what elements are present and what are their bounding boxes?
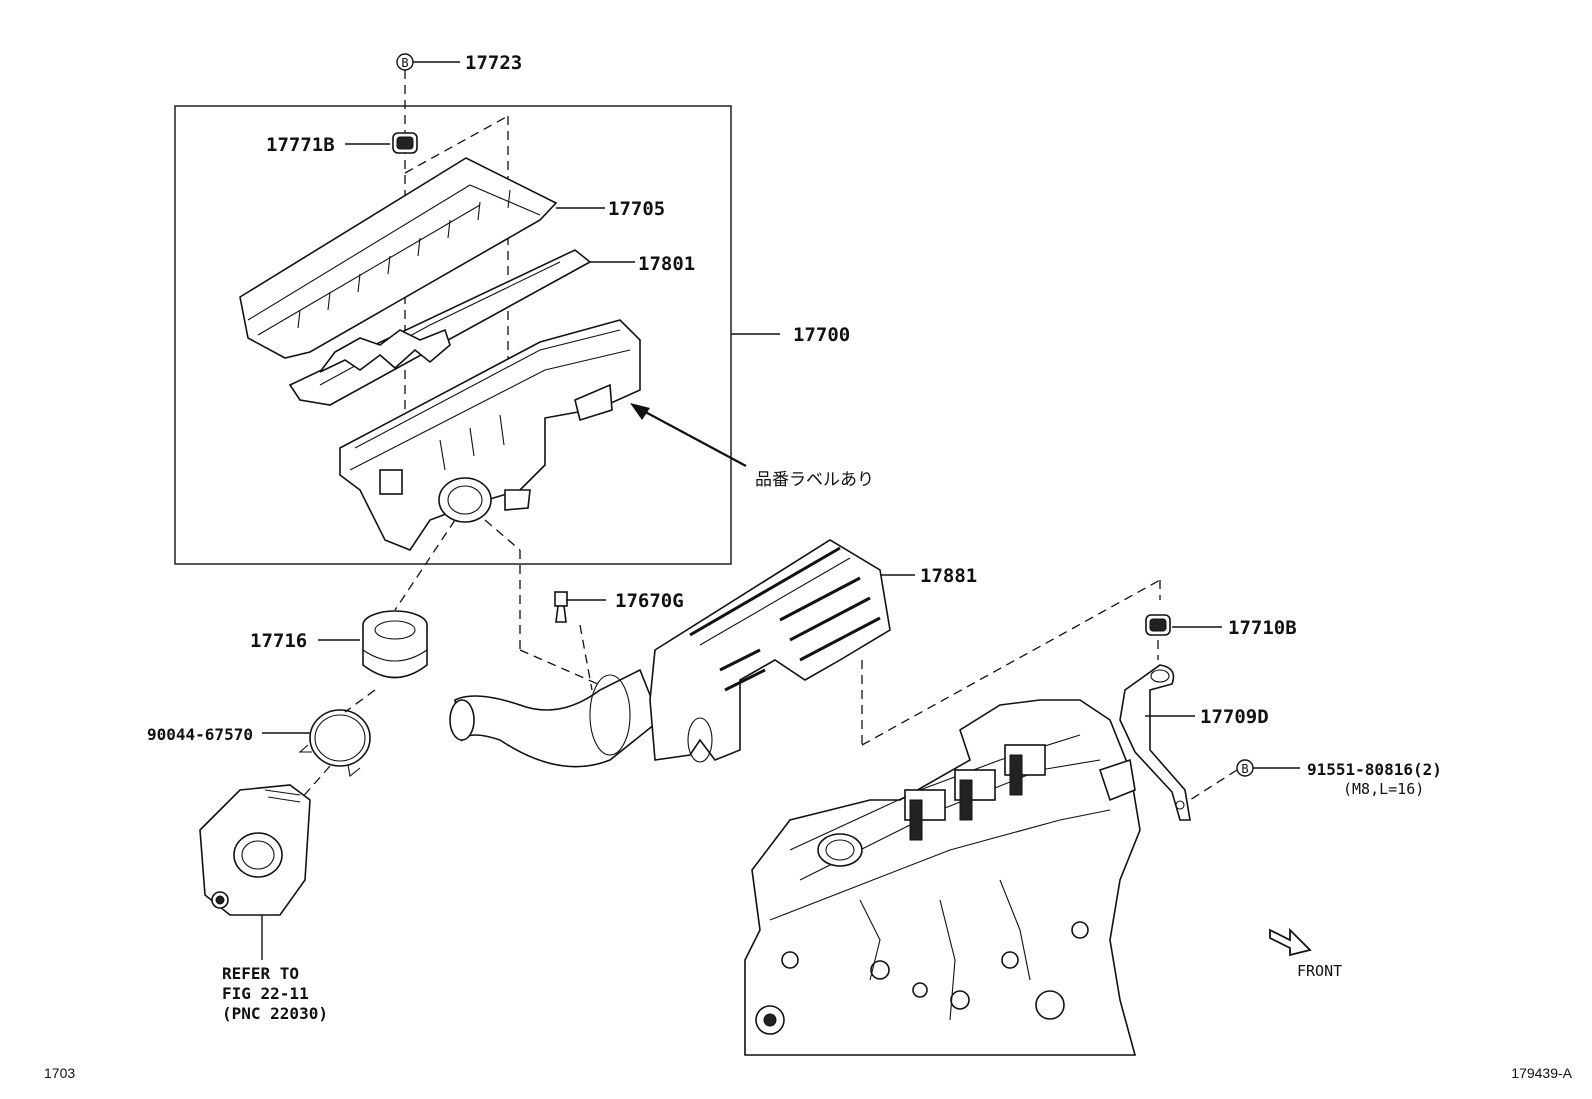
svg-text:B: B [1241, 762, 1248, 776]
grommet-17710b [1145, 614, 1171, 636]
part-label-90044: 90044-67570 [147, 725, 253, 744]
sleeve-17716 [362, 610, 428, 679]
grommet-17771b [392, 132, 418, 154]
part-label-17771b: 17771B [266, 134, 335, 156]
part-label-91551: 91551-80816(2) [1307, 760, 1442, 779]
front-arrow-icon [1269, 927, 1312, 957]
air-cleaner-case [339, 319, 641, 551]
refer-line-2: FIG 22-11 [222, 984, 309, 1003]
part-label-17709d: 17709D [1200, 706, 1269, 728]
engine-block [744, 699, 1141, 1056]
front-label: FRONT [1297, 962, 1342, 980]
bolt-marker-top: B [396, 53, 460, 71]
throttle-body [199, 784, 311, 916]
part-spec-91551: (M8,L=16) [1343, 780, 1424, 798]
intake-hose [449, 668, 661, 768]
clamp-screw-17670g [554, 591, 568, 623]
part-label-17700: 17700 [793, 324, 850, 346]
gasket-90044 [298, 709, 371, 778]
part-label-17801: 17801 [638, 253, 695, 275]
filter-element-17801 [288, 249, 592, 406]
part-label-17716: 17716 [250, 630, 307, 652]
svg-text:B: B [401, 56, 408, 70]
part-label-17705: 17705 [608, 198, 665, 220]
part-label-17723: 17723 [465, 52, 522, 74]
air-cleaner-assembly-frame [174, 105, 732, 565]
refer-line-3: (PNC 22030) [222, 1004, 328, 1023]
label-note: 品番ラベルあり [755, 470, 874, 490]
part-label-17881: 17881 [920, 565, 977, 587]
air-cleaner-cap-17705 [239, 157, 558, 359]
bracket-17709d [1119, 664, 1191, 821]
footer-left-code: 1703 [44, 1065, 75, 1081]
bolt-marker-side: B [1236, 759, 1300, 777]
label-arrow-icon [630, 403, 650, 420]
refer-line-1: REFER TO [222, 964, 299, 983]
part-label-17670g: 17670G [615, 590, 684, 612]
part-label-17710b: 17710B [1228, 617, 1297, 639]
resonator-cover-17881 [649, 539, 891, 763]
footer-right-code: 179439-A [1511, 1065, 1572, 1081]
